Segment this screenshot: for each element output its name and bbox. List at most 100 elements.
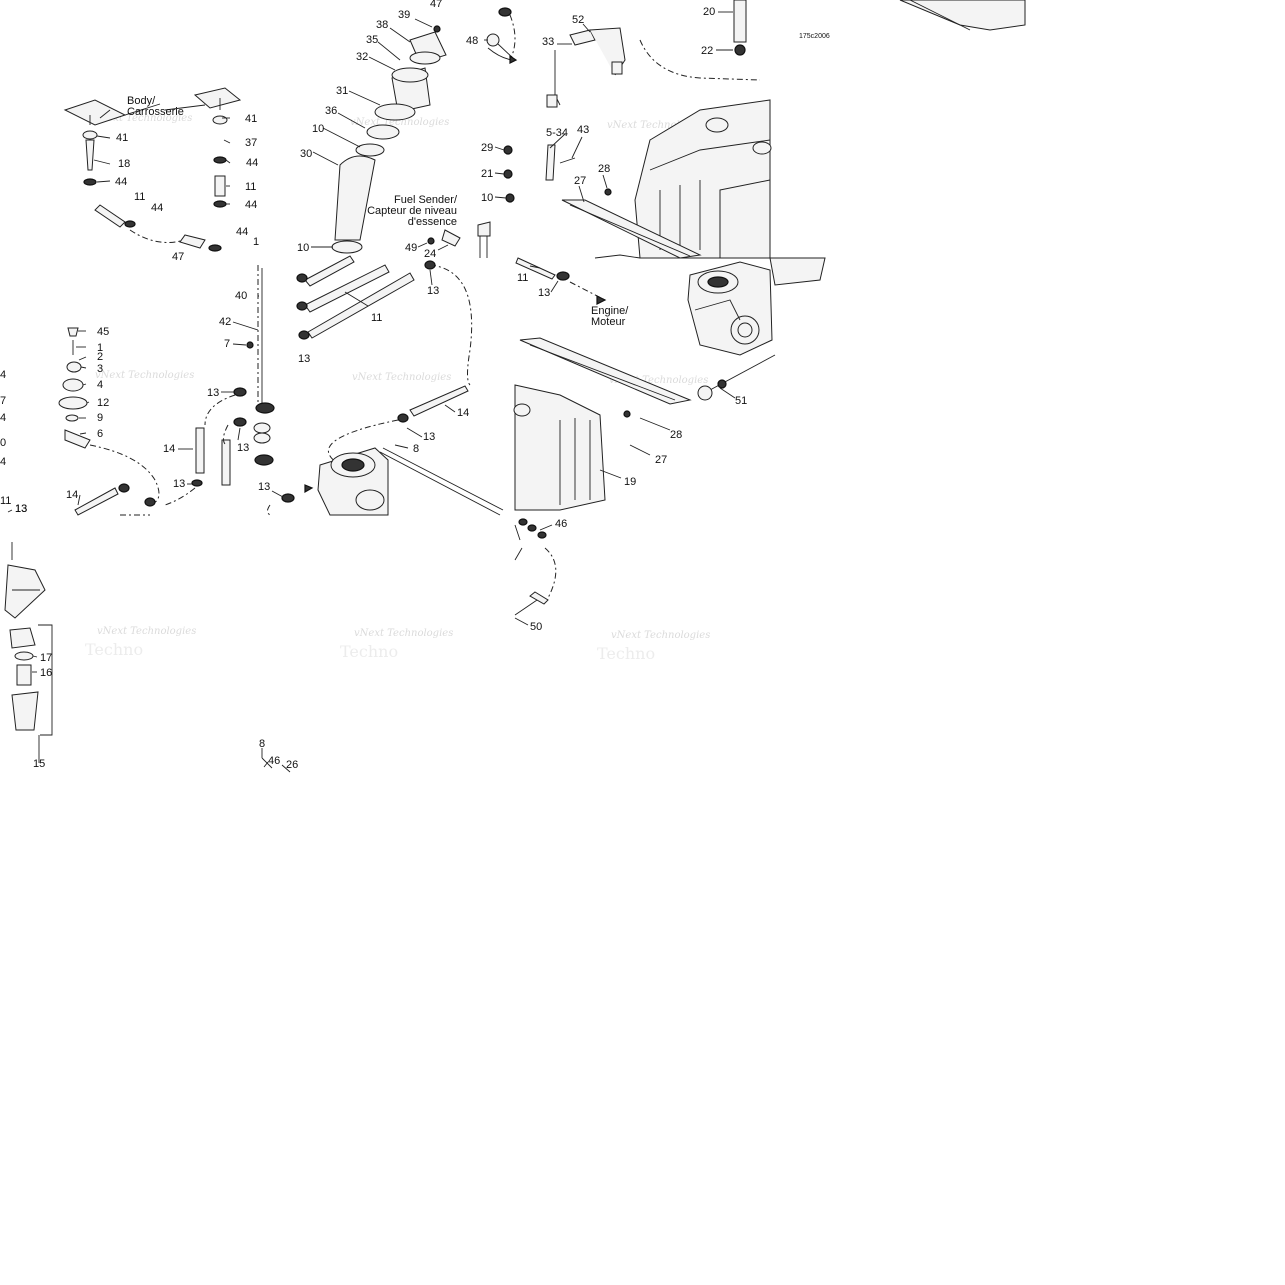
callout-label: 11: [245, 181, 256, 193]
hose-clamps-middle: [164, 387, 275, 506]
caption-engine-line-1: Engine/: [591, 305, 629, 317]
callout-label: 28: [670, 429, 682, 441]
callout-label: 22: [701, 45, 713, 57]
caption-body: Body/ Carrosserie: [127, 95, 184, 118]
callout-label: 8: [259, 738, 265, 750]
callout-label: 15: [33, 758, 45, 770]
callout-label: 44: [245, 199, 257, 211]
callout-label: 9: [97, 412, 103, 424]
primer-assembly-left: [58, 327, 160, 516]
caption-body-line-1: Body/: [127, 95, 156, 107]
callout-label: 13: [237, 442, 249, 454]
diagram-code: 175c2006: [799, 33, 830, 40]
callout-label: 24: [424, 248, 436, 260]
callout-label: 49: [405, 242, 417, 254]
choke-cable: [697, 354, 776, 401]
caption-fuel-sender-line-2: Capteur de niveau: [367, 205, 457, 217]
watermark-6: vNext Technologies: [609, 375, 708, 386]
callout-label: 1: [253, 236, 259, 248]
callout-label: 43: [577, 124, 589, 136]
fuel-hoses-center: [257, 14, 761, 466]
callout-label: 13: [15, 503, 27, 515]
fuel-tank-strap-lower: [519, 337, 692, 405]
watermarks: vNext Technologies vNext Technologies vN…: [85, 113, 710, 663]
watermark-2: vNext Technologies: [350, 117, 449, 128]
callout-label: 35: [366, 34, 378, 46]
carburetor-center: [267, 447, 504, 516]
callout-label: 13: [423, 431, 435, 443]
callouts: 47 39 38 35 32 31 36 10 30 10 48 52 33 2…: [0, 0, 747, 771]
filler-neck-assembly: [331, 25, 447, 254]
callout-label: 13: [538, 287, 550, 299]
carburetor-right: [687, 261, 773, 356]
tank-top-right-fragment: [899, 0, 1026, 31]
callout-label: 11: [517, 272, 528, 284]
callout-label: 13: [207, 387, 219, 399]
callout-label: 11: [0, 495, 11, 507]
misc-parts: [246, 0, 747, 773]
caption-body-line-2: Carrosserie: [127, 106, 184, 118]
callout-label: 14: [66, 489, 78, 501]
callout-label: 30: [300, 148, 312, 160]
callout-label: 13: [427, 285, 439, 297]
caption-fuel-sender: Fuel Sender/ Capteur de niveau d'essence: [367, 194, 458, 228]
callout-label: 7: [224, 338, 230, 350]
callout-label: 21: [481, 168, 493, 180]
caption-engine-line-2: Moteur: [591, 316, 626, 328]
flow-arrows: [304, 47, 607, 494]
callout-label: 0: [0, 437, 6, 449]
callout-label: 29: [481, 142, 493, 154]
callout-label: 13: [298, 353, 310, 365]
callout-label: 44: [246, 157, 258, 169]
watermark-3: vNext Technologies: [607, 120, 706, 131]
callout-label: 42: [219, 316, 231, 328]
callout-label: 40: [235, 290, 247, 302]
callout-label: 14: [163, 443, 175, 455]
caption-engine: Engine/ Moteur: [591, 305, 629, 328]
callout-label: 52: [572, 14, 584, 26]
callout-label: 2: [97, 351, 103, 363]
callout-label: 11: [134, 191, 145, 203]
callout-label: 4: [97, 379, 103, 391]
callout-label: 44: [151, 202, 163, 214]
callout-label: 3: [97, 363, 103, 375]
callout-label: 13: [258, 481, 270, 493]
callout-label: 32: [356, 51, 368, 63]
fuel-line-lower: [514, 518, 557, 616]
callout-label: 44: [115, 176, 127, 188]
callout-label: 45: [97, 326, 109, 338]
callout-label: 26: [286, 759, 298, 771]
caption-fuel-sender-line-1: Fuel Sender/: [394, 194, 458, 206]
callout-label: 36: [325, 105, 337, 117]
watermark-7: vNext Technologies: [97, 626, 196, 637]
callout-label: 46: [268, 755, 280, 767]
callout-label: 1: [97, 342, 103, 354]
callout-label: 39: [398, 9, 410, 21]
callout-label: 5-34: [546, 127, 568, 139]
callout-label: 13: [15, 503, 27, 515]
callout-label: 51: [735, 395, 747, 407]
callout-label: 41: [116, 132, 128, 144]
callout-label: 44: [236, 226, 248, 238]
callout-label: 33: [542, 36, 554, 48]
fuel-tank-upper: [594, 99, 826, 286]
callout-label: 20: [703, 6, 715, 18]
callout-label: 16: [40, 667, 52, 679]
callout-label: 18: [118, 158, 130, 170]
callout-label: 4: [0, 412, 6, 424]
callout-label: 10: [481, 192, 493, 204]
callout-label: 27: [574, 175, 586, 187]
watermark-11: Techno: [340, 642, 398, 661]
callout-label: 28: [598, 163, 610, 175]
fuel-tank-strap-upper: [561, 199, 702, 259]
callout-label: 27: [655, 454, 667, 466]
watermark-10: Techno: [85, 640, 143, 659]
vent-assembly-left: [63, 87, 242, 252]
callout-label: 4: [0, 369, 6, 381]
watermark-8: vNext Technologies: [354, 628, 453, 639]
callout-label: 7: [0, 395, 6, 407]
callout-label: 4: [0, 456, 6, 468]
watermark-4: vNext Technologies: [95, 370, 194, 381]
